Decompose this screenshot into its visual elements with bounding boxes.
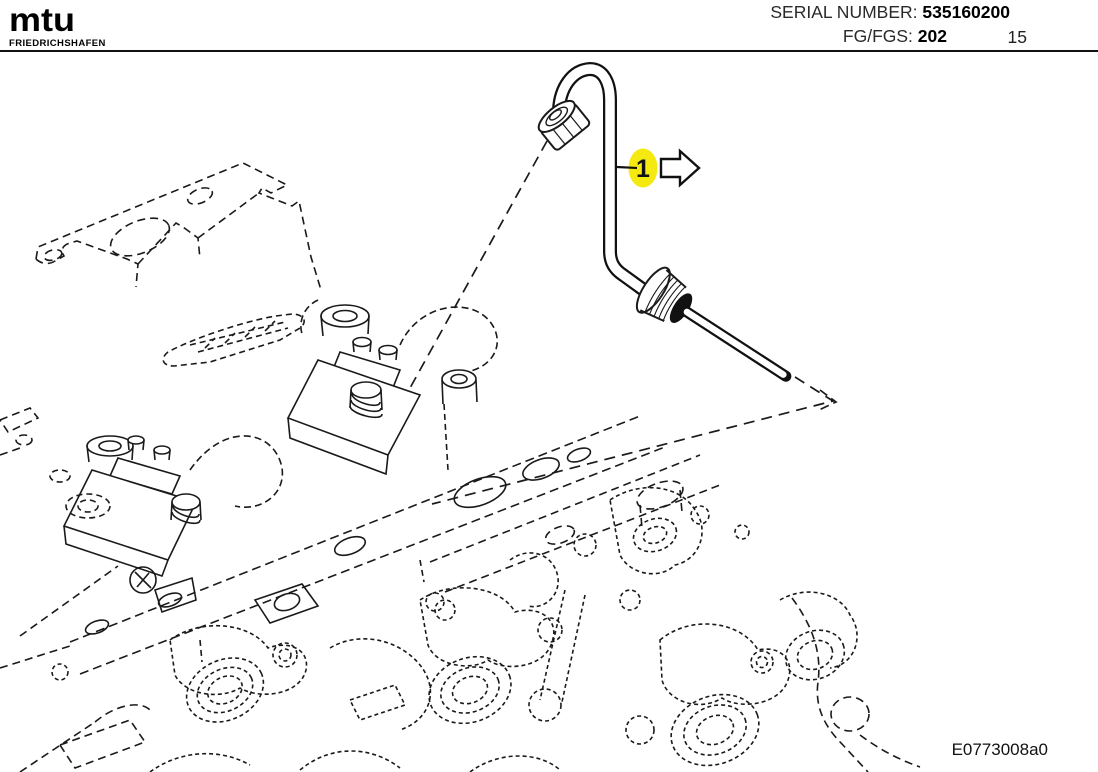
head-deck-rail (69, 369, 666, 675)
solenoid-unit-1 (286, 299, 498, 476)
fg-fgs-value: 202 (917, 26, 947, 46)
callout-number[interactable]: 1 (636, 155, 650, 183)
leader-lines (409, 140, 838, 505)
sheet-number: 15 (1007, 27, 1027, 47)
serial-number-value: 535160200 (922, 2, 1010, 22)
callout-leader (616, 165, 638, 170)
page-header: mtu FRIEDRICHSHAFEN SERIAL NUMBER: 53516… (0, 0, 1098, 52)
slotted-strip-phantom (162, 313, 305, 367)
header-divider (0, 50, 1098, 52)
rocker-arm-clusters (51, 486, 858, 772)
threaded-fitting (635, 266, 792, 382)
serial-number-row: SERIAL NUMBER: 535160200 (770, 2, 1010, 23)
solenoid-unit-2 (49, 435, 284, 578)
bracket-phantom-outline (35, 162, 322, 291)
serial-number-label: SERIAL NUMBER: (770, 2, 918, 22)
mtu-logo: mtu FRIEDRICHSHAFEN (9, 2, 106, 49)
lower-deck-phantom (429, 454, 721, 593)
head-boundary-phantom (0, 407, 921, 772)
leader-arrowhead (818, 389, 838, 411)
leader-line-b (431, 376, 836, 505)
mount-brackets (129, 566, 320, 624)
fg-fgs-label: FG/FGS: (842, 26, 913, 46)
fuel-line-part (537, 61, 792, 382)
drawing-code: E0773008a0 (951, 740, 1048, 759)
leader-line-a (409, 140, 548, 389)
callout-highlight-bubble[interactable] (628, 148, 658, 188)
callout-1[interactable]: 1 (616, 148, 658, 188)
engine-illustration (0, 162, 921, 772)
logo-brand-text: mtu (9, 0, 75, 39)
logo-subtitle-text: FRIEDRICHSHAFEN (9, 38, 106, 49)
figure-area: 1 E0773008a0 (0, 52, 1098, 772)
union-nut (537, 99, 591, 151)
fg-fgs-row: FG/FGS: 202 (843, 26, 947, 47)
link-arrow-icon[interactable] (659, 148, 701, 188)
